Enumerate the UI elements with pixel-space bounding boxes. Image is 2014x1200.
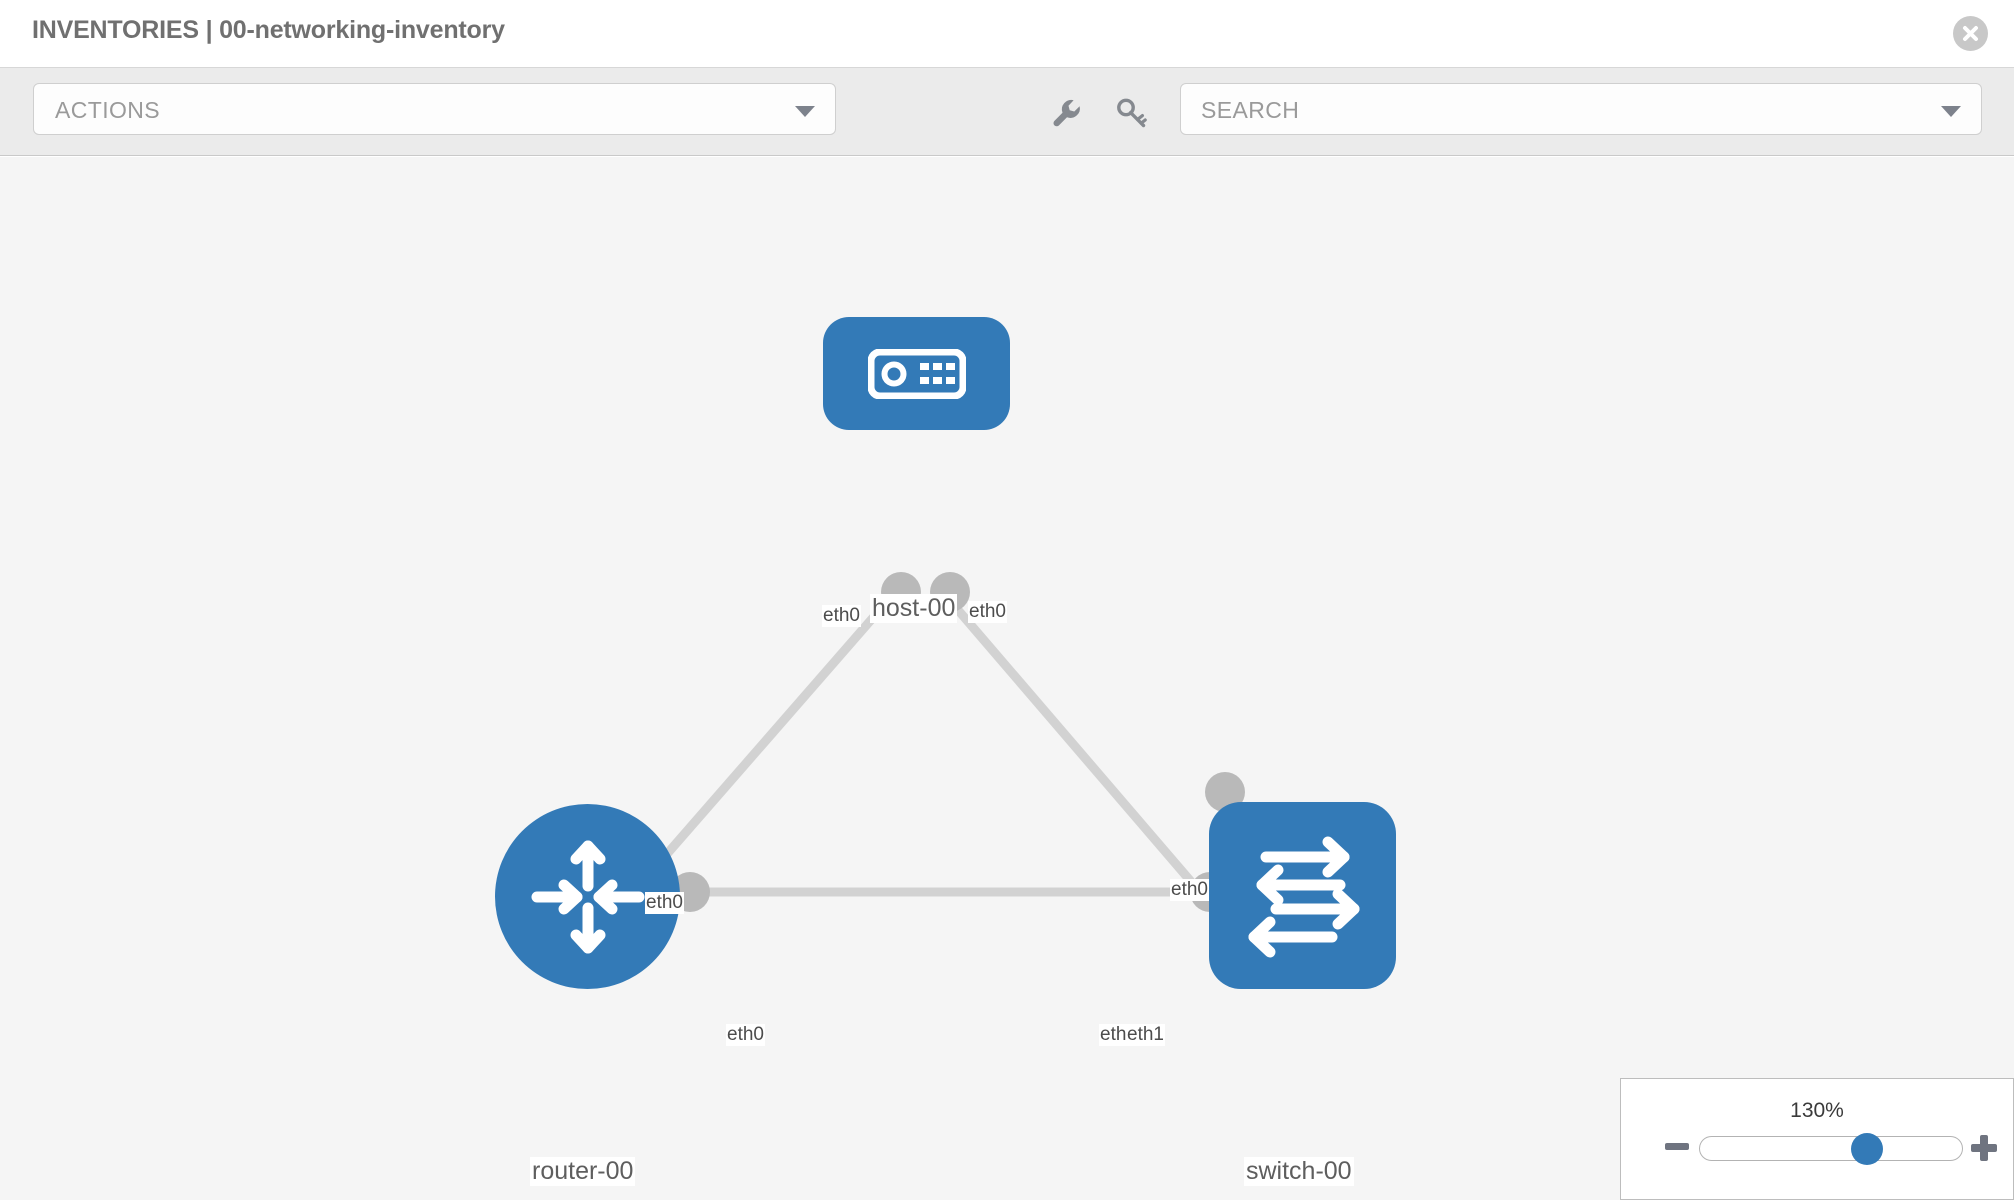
close-glyph: [1963, 26, 1978, 41]
chevron-down-icon: [795, 106, 815, 117]
zoom-percent-label: 130%: [1790, 1099, 1844, 1122]
chevron-down-icon[interactable]: [1941, 106, 1961, 117]
close-icon[interactable]: [1953, 16, 1988, 51]
zoom-out-button[interactable]: [1663, 1133, 1691, 1166]
zoom-in-button[interactable]: [1969, 1133, 1999, 1168]
topology-edges: [608, 586, 1234, 930]
minus-icon: [1665, 1143, 1689, 1150]
key-icon[interactable]: [1113, 95, 1149, 131]
actions-dropdown[interactable]: ACTIONS: [33, 83, 836, 135]
zoom-control-panel: 130%: [1620, 1078, 2014, 1200]
wrench-icon[interactable]: [1048, 95, 1084, 131]
search-placeholder: SEARCH: [1201, 97, 1300, 123]
edge-host-switch[interactable]: [936, 586, 1234, 930]
router-icon: [531, 840, 644, 953]
edge-label-switch-left-a: eth: [1099, 1024, 1128, 1046]
node-host-00-shape[interactable]: [823, 317, 1010, 430]
edge-label-switch-up: eth0: [1170, 879, 1209, 901]
page-header: INVENTORIES | 00-networking-inventory: [0, 0, 2014, 68]
edge-label-router-right: eth0: [726, 1024, 765, 1046]
edge-label-switch-left-b: eth1: [1126, 1024, 1165, 1046]
page-title: INVENTORIES | 00-networking-inventory: [32, 16, 505, 44]
node-switch-00-shape[interactable]: [1209, 802, 1396, 989]
key-glyph: [1117, 98, 1147, 128]
switch-icon: [1248, 836, 1359, 957]
topology-canvas[interactable]: host-00 router-00: [0, 157, 2014, 1200]
edge-label-host-right: eth0: [968, 601, 1007, 623]
actions-dropdown-label: ACTIONS: [55, 97, 161, 123]
search-input[interactable]: SEARCH: [1180, 83, 1982, 135]
plus-icon: [1971, 1135, 1997, 1161]
edge-label-host-left: eth0: [822, 605, 861, 627]
server-icon: [867, 348, 966, 399]
wrench-glyph: [1053, 99, 1080, 127]
node-switch-00-label: switch-00: [1244, 1157, 1354, 1186]
edge-label-router-up: eth0: [645, 892, 684, 914]
node-host-00-label: host-00: [870, 594, 958, 623]
zoom-slider-track[interactable]: [1699, 1133, 1963, 1165]
node-router-00-label: router-00: [530, 1157, 636, 1186]
zoom-slider-thumb[interactable]: [1850, 1133, 1883, 1165]
